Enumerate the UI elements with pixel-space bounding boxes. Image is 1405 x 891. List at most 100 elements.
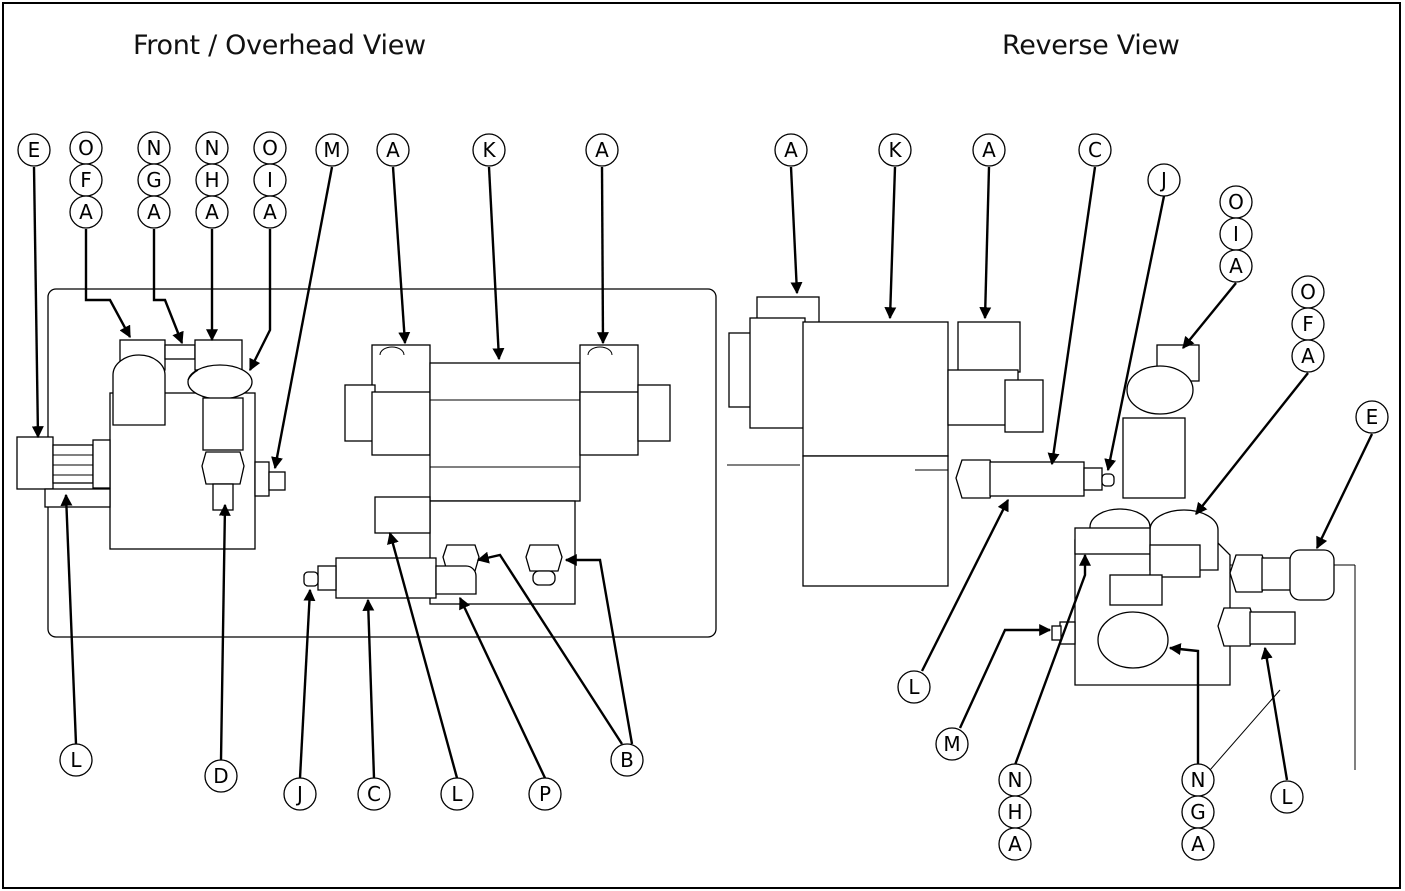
r-solenoid-coil-i: [1126, 365, 1194, 415]
tube-c: [335, 557, 437, 599]
leader-r-l1: [920, 498, 1010, 672]
leader-r-a2: [979, 166, 992, 320]
svg-text:A: A: [263, 200, 277, 224]
svg-text:O: O: [1228, 190, 1244, 214]
r-fitting-l2-body: [1249, 611, 1296, 645]
valve-end-right: [637, 384, 671, 442]
leader-r-oia: [1182, 282, 1237, 349]
svg-text:D: D: [213, 764, 228, 788]
leader-r-e: [1315, 433, 1374, 550]
svg-text:N: N: [205, 136, 220, 160]
callout-r-e: E: [1355, 400, 1389, 434]
valve-cap-left-arc: [379, 346, 405, 356]
callout-f-c: C: [357, 777, 391, 811]
leader-r-l2: [1260, 646, 1289, 781]
leader-f-b2: [564, 554, 634, 745]
svg-text:A: A: [1191, 832, 1205, 856]
r-valve-base: [802, 455, 949, 587]
leader-f-b1: [476, 551, 624, 745]
leader-f-l2: [387, 531, 459, 779]
callout-f-nga: N G A: [137, 131, 171, 229]
svg-text:A: A: [386, 138, 400, 162]
svg-text:E: E: [28, 138, 41, 162]
fitting-l-left: [44, 488, 111, 508]
leader-f-k: [487, 166, 505, 361]
callout-f-p: P: [528, 777, 562, 811]
callout-r-k: K: [878, 133, 912, 167]
leader-f-m: [271, 166, 334, 470]
svg-text:J: J: [1159, 168, 1167, 192]
leader-r-j: [1104, 195, 1166, 472]
leader-f-oia: [248, 229, 272, 372]
callout-f-e: E: [17, 133, 51, 167]
svg-text:A: A: [595, 138, 609, 162]
valve-side-right: [579, 391, 639, 456]
callout-r-j: J: [1147, 163, 1181, 197]
leader-r-c: [1047, 166, 1097, 466]
callout-f-k: K: [472, 133, 506, 167]
r-tube-nut: [1083, 467, 1103, 491]
svg-text:A: A: [205, 200, 219, 224]
valve-stem-d: [202, 397, 244, 451]
fitting-e-nut: [92, 439, 111, 489]
r-valve-side-left: [749, 317, 806, 429]
leader-r-nga: [1168, 643, 1200, 765]
svg-text:G: G: [146, 168, 162, 192]
coil-curve: [187, 369, 199, 381]
svg-text:L: L: [70, 748, 82, 772]
r-cap-f: [1149, 544, 1201, 578]
front-view-drawing: [16, 288, 717, 638]
r-valve-body-k: [802, 321, 949, 457]
callout-f-ofa: O F A: [69, 131, 103, 229]
r-cap-g: [1109, 574, 1163, 606]
svg-text:O: O: [262, 136, 278, 160]
callout-f-l2: L: [440, 777, 474, 811]
leader-f-a2: [596, 166, 609, 345]
callout-r-ofa: O F A: [1291, 275, 1325, 373]
valve-end-left: [344, 384, 376, 442]
leader-f-ofa: [84, 229, 132, 339]
r-solenoid-coil-g: [1097, 611, 1169, 669]
plug-m: [254, 461, 270, 497]
fitting-e: [16, 436, 54, 490]
callout-r-nga: N G A: [1181, 763, 1215, 861]
svg-text:A: A: [1229, 254, 1243, 278]
callout-f-a1: A: [376, 133, 410, 167]
svg-text:O: O: [78, 136, 94, 160]
leader-r-a1: [789, 166, 803, 295]
svg-text:J: J: [295, 782, 303, 806]
callout-r-m: M: [935, 727, 969, 761]
callout-f-oia: O I A: [253, 131, 287, 229]
r-solenoid-body-i: [1122, 417, 1186, 499]
r-cap-h: [1074, 527, 1151, 555]
r-tube-end-j: [1101, 473, 1115, 487]
leader-f-p: [458, 596, 547, 779]
svg-text:A: A: [982, 138, 996, 162]
leader-r-m: [958, 624, 1052, 729]
r-plug-m-tip: [1051, 625, 1062, 641]
front-view-title: Front / Overhead View: [133, 30, 426, 61]
valve-side-left: [371, 391, 431, 456]
svg-text:F: F: [80, 168, 92, 192]
reverse-view-title: Reverse View: [1002, 30, 1180, 61]
svg-text:A: A: [1301, 344, 1315, 368]
svg-text:A: A: [784, 138, 798, 162]
svg-text:K: K: [888, 138, 902, 162]
r-valve-end-right: [1004, 379, 1044, 433]
callout-f-m: M: [315, 133, 349, 167]
svg-text:B: B: [620, 748, 634, 772]
svg-text:K: K: [482, 138, 496, 162]
svg-text:H: H: [1007, 800, 1022, 824]
leader-f-j: [298, 588, 316, 779]
svg-text:A: A: [79, 200, 93, 224]
solenoid-coil-f: [112, 354, 166, 426]
svg-text:M: M: [943, 732, 960, 756]
leader-f-c: [362, 598, 376, 779]
svg-text:A: A: [1008, 832, 1022, 856]
svg-text:O: O: [1300, 280, 1316, 304]
callout-labels: E O F A N G A N H A O I A M A K A L D J …: [17, 131, 1389, 861]
svg-text:P: P: [539, 782, 551, 806]
fitting-nipple-d: [212, 483, 234, 511]
leader-f-a1: [391, 166, 411, 345]
